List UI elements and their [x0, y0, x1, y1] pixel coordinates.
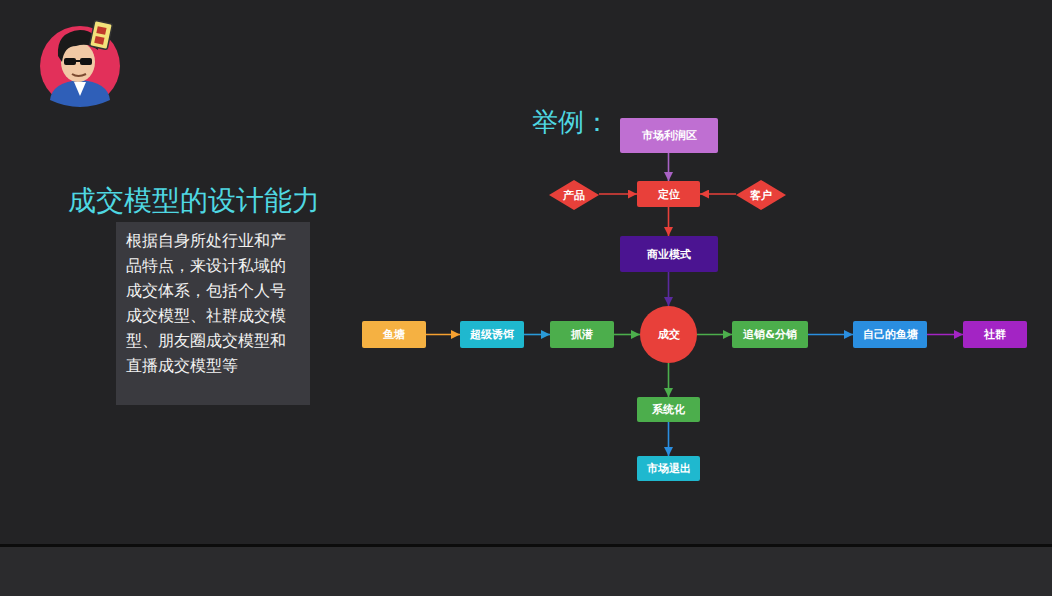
bottom-bar [0, 547, 1052, 596]
flow-arrow [697, 334, 732, 336]
node-text: 追销&分销 [743, 327, 797, 342]
description-panel: 根据自身所处行业和产品特点，来设计私域的成交体系，包括个人号成交模型、社群成交模… [116, 222, 310, 405]
flow-arrow [668, 422, 670, 456]
node-text: 产品 [563, 188, 585, 203]
flow-arrow [426, 334, 460, 336]
process-box: 商业模式 [620, 236, 718, 272]
node-text: 鱼塘 [383, 327, 405, 342]
node-text: 超级诱饵 [470, 327, 514, 342]
example-label: 举例： [532, 105, 610, 140]
process-box: 自己的鱼塘 [853, 321, 927, 348]
process-box: 鱼塘 [362, 321, 426, 348]
node-text: 抓潜 [571, 327, 593, 342]
node-text: 成交 [658, 327, 680, 342]
node-text: 市场利润区 [642, 128, 697, 143]
flow-arrow [808, 334, 853, 336]
flow-arrow [599, 193, 637, 195]
process-box: 追销&分销 [732, 321, 808, 348]
process-box: 市场退出 [637, 456, 700, 481]
node-text: 社群 [984, 327, 1006, 342]
flow-arrow [668, 363, 670, 397]
core-circle: 成交 [640, 306, 697, 363]
process-box: 系统化 [637, 397, 700, 422]
decision-diamond: 客户 [736, 180, 786, 210]
flow-arrow [614, 334, 640, 336]
flow-arrow [700, 193, 736, 195]
divider-line [0, 544, 1052, 547]
flow-arrow [927, 334, 963, 336]
process-box: 社群 [963, 321, 1027, 348]
flow-arrow [668, 272, 670, 306]
flow-arrow [668, 207, 670, 236]
node-text: 根据自身所处行业和产品特点，来设计私域的成交体系，包括个人号成交模型、社群成交模… [126, 228, 300, 378]
flow-arrow [524, 334, 550, 336]
node-text: 定位 [658, 187, 680, 202]
node-text: 系统化 [652, 402, 685, 417]
node-text: 自己的鱼塘 [863, 327, 918, 342]
process-box: 定位 [637, 181, 700, 207]
avatar-illustration [40, 20, 120, 107]
node-text: 市场退出 [647, 461, 691, 476]
decision-diamond: 产品 [549, 180, 599, 210]
process-box: 市场利润区 [620, 118, 718, 153]
process-box: 抓潜 [550, 321, 614, 348]
process-box: 超级诱饵 [460, 321, 524, 348]
flow-arrow [668, 153, 670, 181]
slide-title: 成交模型的设计能力 [68, 182, 320, 220]
node-text: 商业模式 [647, 247, 691, 262]
node-text: 客户 [750, 188, 772, 203]
